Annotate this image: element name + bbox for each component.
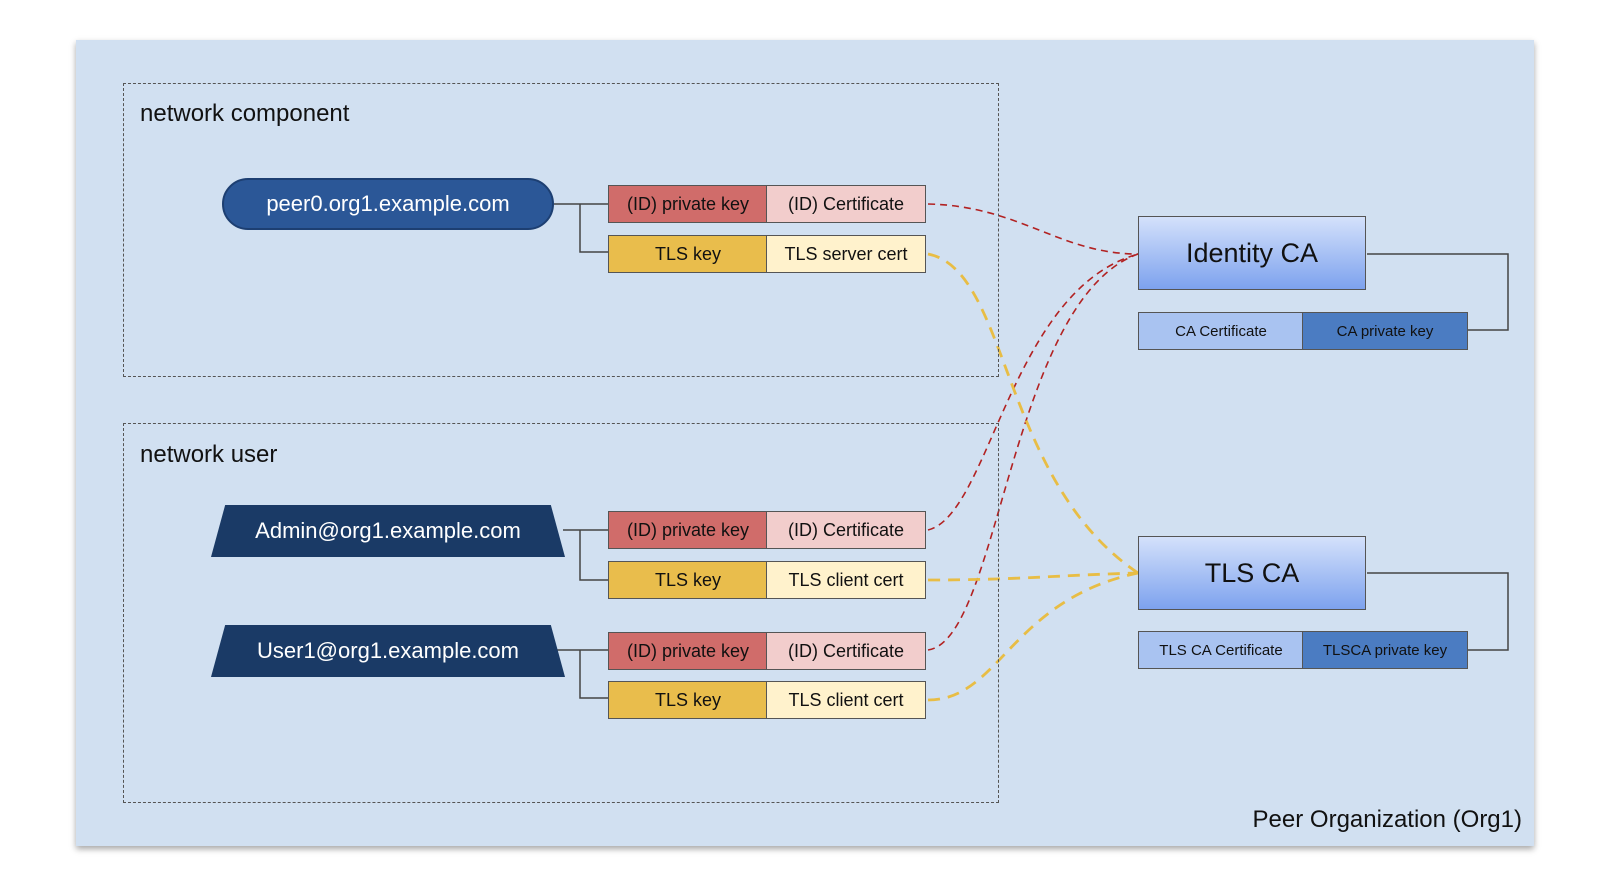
admin-id-certificate: (ID) Certificate [766, 511, 926, 549]
identity-link-admin [927, 253, 1139, 531]
tls-ca-certificate: TLS CA Certificate [1138, 631, 1304, 669]
admin-tls-key: TLS key [608, 561, 768, 599]
admin-id-private-key: (ID) private key [608, 511, 768, 549]
identity-link-user1 [927, 253, 1139, 651]
identity-ca-private-key: CA private key [1302, 312, 1468, 350]
admin-user-entity[interactable]: Admin@org1.example.com [211, 505, 565, 557]
network-user-group [123, 423, 999, 803]
tls-link-peer [927, 252, 1139, 575]
peer-id-certificate: (ID) Certificate [766, 185, 926, 223]
tls-link-admin [927, 571, 1139, 582]
admin-tls-client-cert: TLS client cert [766, 561, 926, 599]
identity-ca-bracket [1367, 253, 1509, 331]
peer-tls-server-cert: TLS server cert [766, 235, 926, 273]
tls-ca-box[interactable]: TLS CA [1138, 536, 1366, 610]
user1-bracket [556, 649, 608, 699]
tls-ca-bracket [1367, 572, 1509, 651]
peer-entity[interactable]: peer0.org1.example.com [222, 178, 554, 230]
network-user-title: network user [140, 441, 278, 468]
user1-tls-client-cert: TLS client cert [766, 681, 926, 719]
network-component-title: network component [140, 100, 350, 127]
peer-bracket [554, 203, 608, 253]
organization-label: Peer Organization (Org1) [1252, 806, 1522, 833]
admin-bracket [563, 529, 608, 581]
identity-link-peer [927, 203, 1139, 255]
identity-ca-certificate: CA Certificate [1138, 312, 1304, 350]
tls-link-user1 [927, 571, 1139, 702]
user1-entity[interactable]: User1@org1.example.com [211, 625, 565, 677]
tlsca-private-key: TLSCA private key [1302, 631, 1468, 669]
user1-id-certificate: (ID) Certificate [766, 632, 926, 670]
user1-id-private-key: (ID) private key [608, 632, 768, 670]
peer-id-private-key: (ID) private key [608, 185, 768, 223]
peer-tls-key: TLS key [608, 235, 768, 273]
user1-tls-key: TLS key [608, 681, 768, 719]
network-component-group [123, 83, 999, 377]
identity-ca-box[interactable]: Identity CA [1138, 216, 1366, 290]
